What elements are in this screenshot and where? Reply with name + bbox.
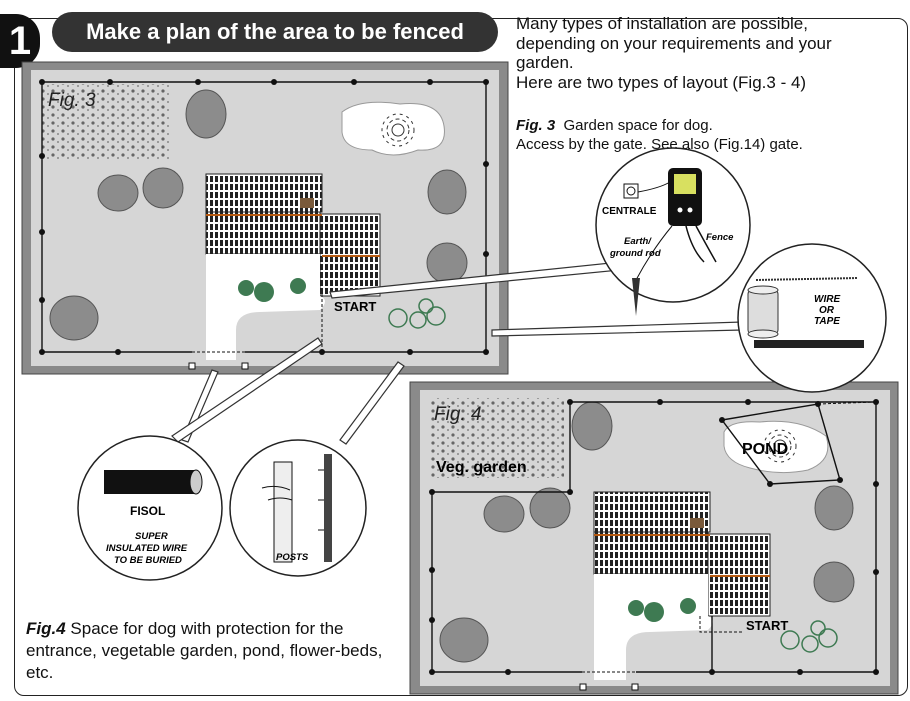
fig3-start-label: START [334, 299, 376, 314]
wire-label-2: OR [819, 305, 835, 316]
fig3-caption-line2: Access by the gate. See also (Fig.14) ga… [516, 136, 803, 153]
fig3-veg-patch [42, 84, 170, 160]
fisol-cable [104, 470, 196, 494]
callout-arrows [171, 261, 743, 445]
fig4-house-roof-left [593, 531, 709, 575]
wire-spool [747, 289, 779, 335]
fig4-flowerbed [780, 620, 838, 653]
earth-label-1: Earth/ [624, 236, 652, 247]
wire-label-3: TAPE [814, 316, 840, 327]
fig4-pond [723, 420, 829, 474]
earth-label-2: ground rod [609, 248, 661, 259]
posts-label: POSTS [276, 552, 309, 563]
fig3-fence-posts [39, 79, 489, 355]
fisol-desc-2: INSULATED WIRE [106, 543, 188, 554]
fisol-desc-3: TO BE BURIED [114, 555, 182, 566]
fig3-bushes [49, 89, 468, 341]
fig4-fence-posts [429, 399, 879, 675]
fig3-caption-label: Fig. 3 [516, 117, 556, 134]
centrale-label: CENTRALE [602, 206, 657, 217]
fig3-label: Fig. 3 [48, 90, 96, 111]
fig4-veg-label: Veg. garden [436, 459, 527, 476]
fig4-caption-label: Fig.4 [26, 619, 66, 638]
fig4-diagram: START Fig. 4 Veg. garden POND [409, 381, 899, 695]
round-post [273, 461, 293, 563]
fig4-caption-text: Space for dog with protection for the en… [26, 619, 383, 682]
fig3-caption-line1: Garden space for dog. [563, 117, 713, 134]
wire-label-1: WIRE [814, 294, 840, 305]
fig4-shrubs [628, 598, 696, 622]
intro-line-2: depending on your requirements and your [516, 33, 832, 53]
step-number-badge: 1 [0, 14, 40, 68]
fig3-caption: Fig. 3 Garden space for dog. Access by t… [516, 116, 906, 154]
fig4-label: Fig. 4 [434, 404, 482, 425]
fisol-desc-1: SUPER [135, 531, 168, 542]
fig3-shrubs [238, 278, 306, 302]
ground-rod [632, 278, 640, 316]
intro-line-3: garden. [516, 53, 574, 72]
fisol-label: FISOL [130, 504, 165, 518]
fig4-start-label: START [746, 618, 788, 633]
fig3-pond [341, 101, 445, 156]
intro-line-1: Many types of installation are possible, [516, 14, 808, 33]
fig4-veg-patch [430, 398, 564, 478]
fig4-pond-label: POND [742, 441, 788, 458]
callout-wire: WIRE OR TAPE [737, 243, 887, 393]
callout-posts: POSTS [229, 439, 367, 577]
fig3-fence-line [41, 81, 487, 353]
fig3-diagram: START Fig. 3 [21, 61, 509, 375]
fig4-pond-ripples [763, 429, 797, 463]
power-socket-icon [623, 183, 639, 199]
fig4-fence-line [431, 401, 877, 673]
fig3-house-roof-left [205, 211, 321, 255]
fig3-flowerbed [388, 298, 446, 329]
intro-line-4: Here are two types of layout (Fig.3 - 4) [516, 72, 807, 92]
fence-label: Fence [706, 232, 734, 243]
fig4-bushes [439, 401, 855, 663]
fig4-chimney [690, 518, 704, 528]
callout-centrale: CENTRALE Earth/ ground rod Fence [595, 147, 751, 316]
section-title: Make a plan of the area to be fenced [52, 12, 498, 52]
fig4-caption: Fig.4 Space for dog with protection for … [26, 618, 406, 684]
callout-fisol: FISOL SUPER INSULATED WIRE TO BE BURIED [77, 435, 223, 581]
intro-paragraph: Many types of installation are possible,… [516, 14, 906, 92]
fig3-pond-ripples [381, 113, 415, 147]
t-post [324, 454, 332, 562]
tape-strip [754, 340, 864, 348]
fig3-chimney [300, 198, 314, 208]
